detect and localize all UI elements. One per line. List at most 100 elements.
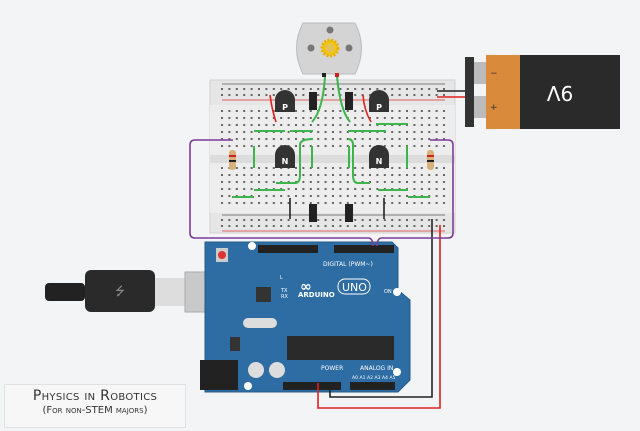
breadboard-hole[interactable] [435, 195, 438, 197]
breadboard-hole[interactable] [428, 188, 431, 190]
breadboard-hole[interactable] [243, 131, 246, 133]
breadboard-hole[interactable] [420, 88, 423, 90]
breadboard-hole[interactable] [391, 94, 394, 96]
breadboard-hole[interactable] [243, 88, 246, 90]
breadboard-hole[interactable] [369, 88, 371, 90]
breadboard-hole[interactable] [228, 219, 231, 221]
breadboard-hole[interactable] [332, 225, 334, 227]
breadboard-hole[interactable] [428, 219, 431, 221]
breadboard-hole[interactable] [302, 181, 305, 183]
arduino-uno[interactable]: DIGITAL (PWM~) ARDUINO ∞ UNO ON L TX RX … [200, 241, 411, 393]
breadboard-hole[interactable] [376, 88, 379, 90]
breadboard-hole[interactable] [443, 94, 445, 96]
breadboard-hole[interactable] [287, 138, 290, 140]
breadboard-hole[interactable] [354, 94, 357, 96]
breadboard-hole[interactable] [272, 181, 275, 183]
breadboard-hole[interactable] [443, 188, 445, 190]
breadboard-hole[interactable] [228, 138, 231, 140]
breadboard-hole[interactable] [250, 94, 253, 96]
breadboard-hole[interactable] [228, 225, 231, 227]
breadboard-hole[interactable] [406, 202, 408, 204]
breadboard-hole[interactable] [332, 202, 334, 204]
breadboard-hole[interactable] [324, 117, 327, 119]
breadboard-hole[interactable] [295, 124, 297, 126]
breadboard-hole[interactable] [280, 174, 283, 176]
breadboard-hole[interactable] [443, 174, 445, 176]
breadboard-hole[interactable] [287, 124, 290, 126]
breadboard-hole[interactable] [250, 117, 253, 119]
breadboard-hole[interactable] [250, 188, 253, 190]
breadboard-hole[interactable] [339, 174, 342, 176]
breadboard-hole[interactable] [428, 94, 431, 96]
breadboard-hole[interactable] [235, 181, 238, 183]
breadboard-hole[interactable] [287, 88, 290, 90]
breadboard-hole[interactable] [228, 88, 231, 90]
breadboard-hole[interactable] [302, 188, 305, 190]
breadboard-hole[interactable] [428, 145, 431, 147]
breadboard-hole[interactable] [383, 225, 386, 227]
breadboard-hole[interactable] [339, 181, 342, 183]
breadboard-hole[interactable] [346, 202, 349, 204]
breadboard-hole[interactable] [398, 145, 401, 147]
breadboard-hole[interactable] [346, 225, 349, 227]
breadboard-hole[interactable] [280, 225, 283, 227]
breadboard-hole[interactable] [354, 110, 357, 112]
breadboard-hole[interactable] [221, 88, 223, 90]
breadboard-hole[interactable] [250, 202, 253, 204]
breadboard-hole[interactable] [295, 88, 297, 90]
breadboard-hole[interactable] [339, 110, 342, 112]
breadboard-hole[interactable] [361, 225, 364, 227]
breadboard-hole[interactable] [250, 88, 253, 90]
breadboard-hole[interactable] [443, 88, 445, 90]
breadboard-hole[interactable] [228, 174, 231, 176]
breadboard-hole[interactable] [309, 110, 312, 112]
breadboard-hole[interactable] [354, 138, 357, 140]
breadboard-hole[interactable] [332, 195, 334, 197]
breadboard-hole[interactable] [243, 181, 246, 183]
breadboard-hole[interactable] [376, 181, 379, 183]
breadboard[interactable] [209, 79, 456, 234]
breadboard-hole[interactable] [302, 124, 305, 126]
breadboard-hole[interactable] [443, 167, 445, 169]
breadboard-hole[interactable] [243, 138, 246, 140]
breadboard-hole[interactable] [332, 131, 334, 133]
breadboard-hole[interactable] [332, 188, 334, 190]
breadboard-hole[interactable] [272, 167, 275, 169]
breadboard-hole[interactable] [287, 174, 290, 176]
breadboard-hole[interactable] [280, 219, 283, 221]
breadboard-hole[interactable] [317, 225, 320, 227]
breadboard-hole[interactable] [228, 117, 231, 119]
breadboard-hole[interactable] [435, 110, 438, 112]
breadboard-hole[interactable] [272, 117, 275, 119]
breadboard-hole[interactable] [332, 110, 334, 112]
breadboard-hole[interactable] [235, 167, 238, 169]
breadboard-hole[interactable] [339, 131, 342, 133]
breadboard-hole[interactable] [398, 131, 401, 133]
breadboard-hole[interactable] [250, 138, 253, 140]
breadboard-hole[interactable] [443, 195, 445, 197]
breadboard-hole[interactable] [428, 117, 431, 119]
breadboard-hole[interactable] [324, 202, 327, 204]
breadboard-hole[interactable] [272, 145, 275, 147]
breadboard-hole[interactable] [435, 124, 438, 126]
breadboard-hole[interactable] [250, 131, 253, 133]
breadboard-hole[interactable] [235, 138, 238, 140]
breadboard-hole[interactable] [287, 202, 290, 204]
breadboard-hole[interactable] [243, 94, 246, 96]
breadboard-hole[interactable] [435, 88, 438, 90]
breadboard-hole[interactable] [354, 117, 357, 119]
breadboard-hole[interactable] [391, 145, 394, 147]
breadboard-hole[interactable] [265, 167, 268, 169]
breadboard-hole[interactable] [228, 188, 231, 190]
breadboard-hole[interactable] [413, 124, 416, 126]
breadboard-hole[interactable] [391, 110, 394, 112]
breadboard-hole[interactable] [272, 202, 275, 204]
breadboard-hole[interactable] [413, 202, 416, 204]
breadboard-hole[interactable] [420, 174, 423, 176]
breadboard-hole[interactable] [302, 167, 305, 169]
breadboard-hole[interactable] [317, 202, 320, 204]
breadboard-hole[interactable] [346, 174, 349, 176]
breadboard-hole[interactable] [258, 94, 260, 96]
breadboard-hole[interactable] [272, 225, 275, 227]
breadboard-hole[interactable] [228, 202, 231, 204]
